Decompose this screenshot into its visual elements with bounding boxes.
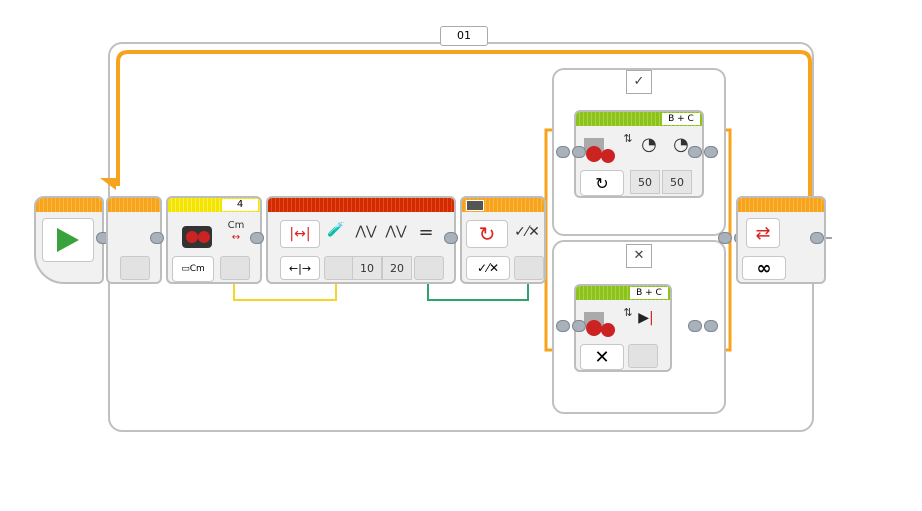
case-entry-plug	[572, 146, 586, 158]
case-exit-plug	[688, 320, 702, 332]
case-exit-plug	[688, 146, 702, 158]
distance-arrows-icon: ↔	[231, 232, 241, 243]
loop-arrow-icon: ⇄	[755, 222, 771, 244]
loop-return-wire	[116, 50, 812, 200]
sequence-plug	[250, 232, 264, 244]
left-power-dial-icon: ◔	[641, 134, 657, 155]
upper-threshold-icon: ⋀⋁	[385, 224, 407, 239]
tank-motor-icon	[584, 312, 615, 337]
loop-end-block[interactable]: ⇄ ∞	[736, 196, 826, 284]
case-entry-plug	[572, 320, 586, 332]
left-power-field[interactable]: 50	[630, 170, 660, 194]
mode-selector[interactable]: ✕	[580, 344, 624, 370]
move-tank-stop-block[interactable]: B + C ⇅ ▶| ✕	[574, 284, 672, 372]
test-tube-icon: 🧪	[327, 222, 345, 238]
infinity-icon: ∞	[756, 257, 772, 279]
value-2-field[interactable]: 20	[382, 256, 412, 280]
case-exit-plug	[704, 146, 718, 158]
rotate-icon: ↻	[595, 173, 609, 193]
sequence-plug	[810, 232, 824, 244]
motor-ports-label[interactable]: B + C	[662, 113, 700, 125]
mode-selector[interactable]: ↻	[580, 170, 624, 196]
start-button[interactable]	[42, 218, 94, 262]
true-case-tab[interactable]: ✓	[626, 70, 652, 94]
switch-exit-plug	[718, 232, 732, 244]
sequence-plug	[150, 232, 164, 244]
operator-label: =	[418, 222, 434, 243]
cross-icon: ✕	[594, 346, 610, 368]
result-output-port[interactable]	[414, 256, 444, 280]
start-block[interactable]	[34, 196, 104, 284]
loop-entry-arrow	[100, 178, 116, 190]
port-selector[interactable]: 4	[222, 199, 258, 211]
logic-input-port[interactable]	[514, 256, 544, 280]
compare-block[interactable]: |↔| ←|→ 🧪 ⋀⋁ ⋀⋁ = 10 20	[266, 196, 456, 284]
tank-motor-icon	[584, 138, 615, 163]
mode-selector[interactable]: ▭ Cm	[172, 256, 214, 282]
motor-ports-icon: ⇅	[623, 132, 633, 145]
move-tank-block[interactable]: B + C ⇅ ◔ ◔ ↻ 50 50	[574, 110, 704, 198]
motor-ports-icon: ⇅	[623, 306, 633, 319]
unit-label: Cm	[227, 220, 245, 231]
switch-left-bracket	[544, 128, 552, 352]
ultrasonic-sensor-icon	[182, 226, 212, 248]
right-power-dial-icon: ◔	[673, 134, 689, 155]
distance-output-port[interactable]	[220, 256, 250, 280]
logic-switch-icon: ✓⁄✕	[514, 224, 540, 240]
motor-ports-label[interactable]: B + C	[630, 287, 668, 299]
brake-port[interactable]	[628, 344, 658, 368]
switch-view-toggle[interactable]	[466, 200, 484, 211]
mode-selector[interactable]: ←|→	[280, 256, 320, 280]
mode-selector[interactable]: ✓⁄✕	[466, 256, 510, 280]
input-port[interactable]	[324, 256, 354, 280]
loop-port	[120, 256, 150, 280]
stop-icon: ▶|	[638, 310, 654, 326]
sequence-plug	[444, 232, 458, 244]
compare-mode-tile[interactable]: |↔|	[280, 220, 320, 248]
case-exit-plug	[704, 320, 718, 332]
switch-mode-tile[interactable]: ↻	[466, 220, 508, 248]
case-entry-plug	[556, 320, 570, 332]
loop-mode-selector[interactable]: ∞	[742, 256, 786, 280]
switch-block[interactable]: ↻ ✓⁄✕ ✓⁄✕	[460, 196, 546, 284]
loop-end-icon-tile: ⇄	[746, 218, 780, 248]
right-power-field[interactable]: 50	[662, 170, 692, 194]
value-1-field[interactable]: 10	[352, 256, 382, 280]
play-icon	[57, 228, 79, 252]
case-entry-plug	[556, 146, 570, 158]
false-case-tab[interactable]: ✕	[626, 244, 652, 268]
lower-threshold-icon: ⋀⋁	[355, 224, 377, 239]
ultrasonic-sensor-block[interactable]: 4 Cm ↔ ▭ Cm	[166, 196, 262, 284]
loop-label[interactable]: 01	[440, 26, 488, 46]
